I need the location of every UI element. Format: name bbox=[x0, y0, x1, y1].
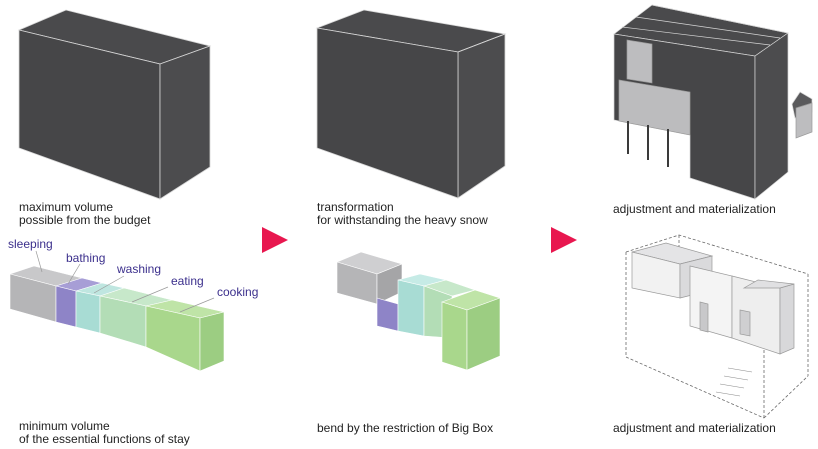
caption-bend: bend by the restriction of Big Box bbox=[317, 421, 494, 435]
caption-transformation-1: transformation bbox=[317, 200, 394, 214]
step-arrow-1-icon bbox=[262, 227, 288, 253]
label-sleeping: sleeping bbox=[8, 237, 53, 251]
caption-adjustment-top: adjustment and materialization bbox=[613, 202, 776, 216]
bent-volume bbox=[336, 251, 501, 371]
max-volume-box bbox=[17, 9, 212, 200]
label-eating: eating bbox=[171, 274, 204, 288]
washing-block bbox=[75, 290, 101, 334]
step-arrow-2-icon bbox=[551, 227, 577, 253]
bathing-block bbox=[55, 285, 77, 328]
caption-min-volume-1: minimum volume bbox=[19, 419, 110, 433]
materialized-house bbox=[613, 4, 813, 200]
caption-max-volume-2: possible from the budget bbox=[19, 213, 151, 227]
label-cooking: cooking bbox=[217, 285, 259, 299]
function-leader-lines bbox=[35, 250, 215, 313]
label-washing: washing bbox=[117, 262, 162, 276]
materialized-interior bbox=[625, 234, 809, 419]
caption-adjustment-bottom: adjustment and materialization bbox=[613, 421, 776, 435]
minimum-volume-strip bbox=[8, 265, 225, 372]
gabled-volume bbox=[315, 9, 507, 199]
caption-max-volume-1: maximum volume bbox=[19, 200, 114, 214]
label-bathing: bathing bbox=[66, 251, 106, 265]
caption-transformation-2: for withstanding the heavy snow bbox=[317, 213, 488, 227]
caption-min-volume-2: of the essential functions of stay bbox=[19, 432, 190, 446]
